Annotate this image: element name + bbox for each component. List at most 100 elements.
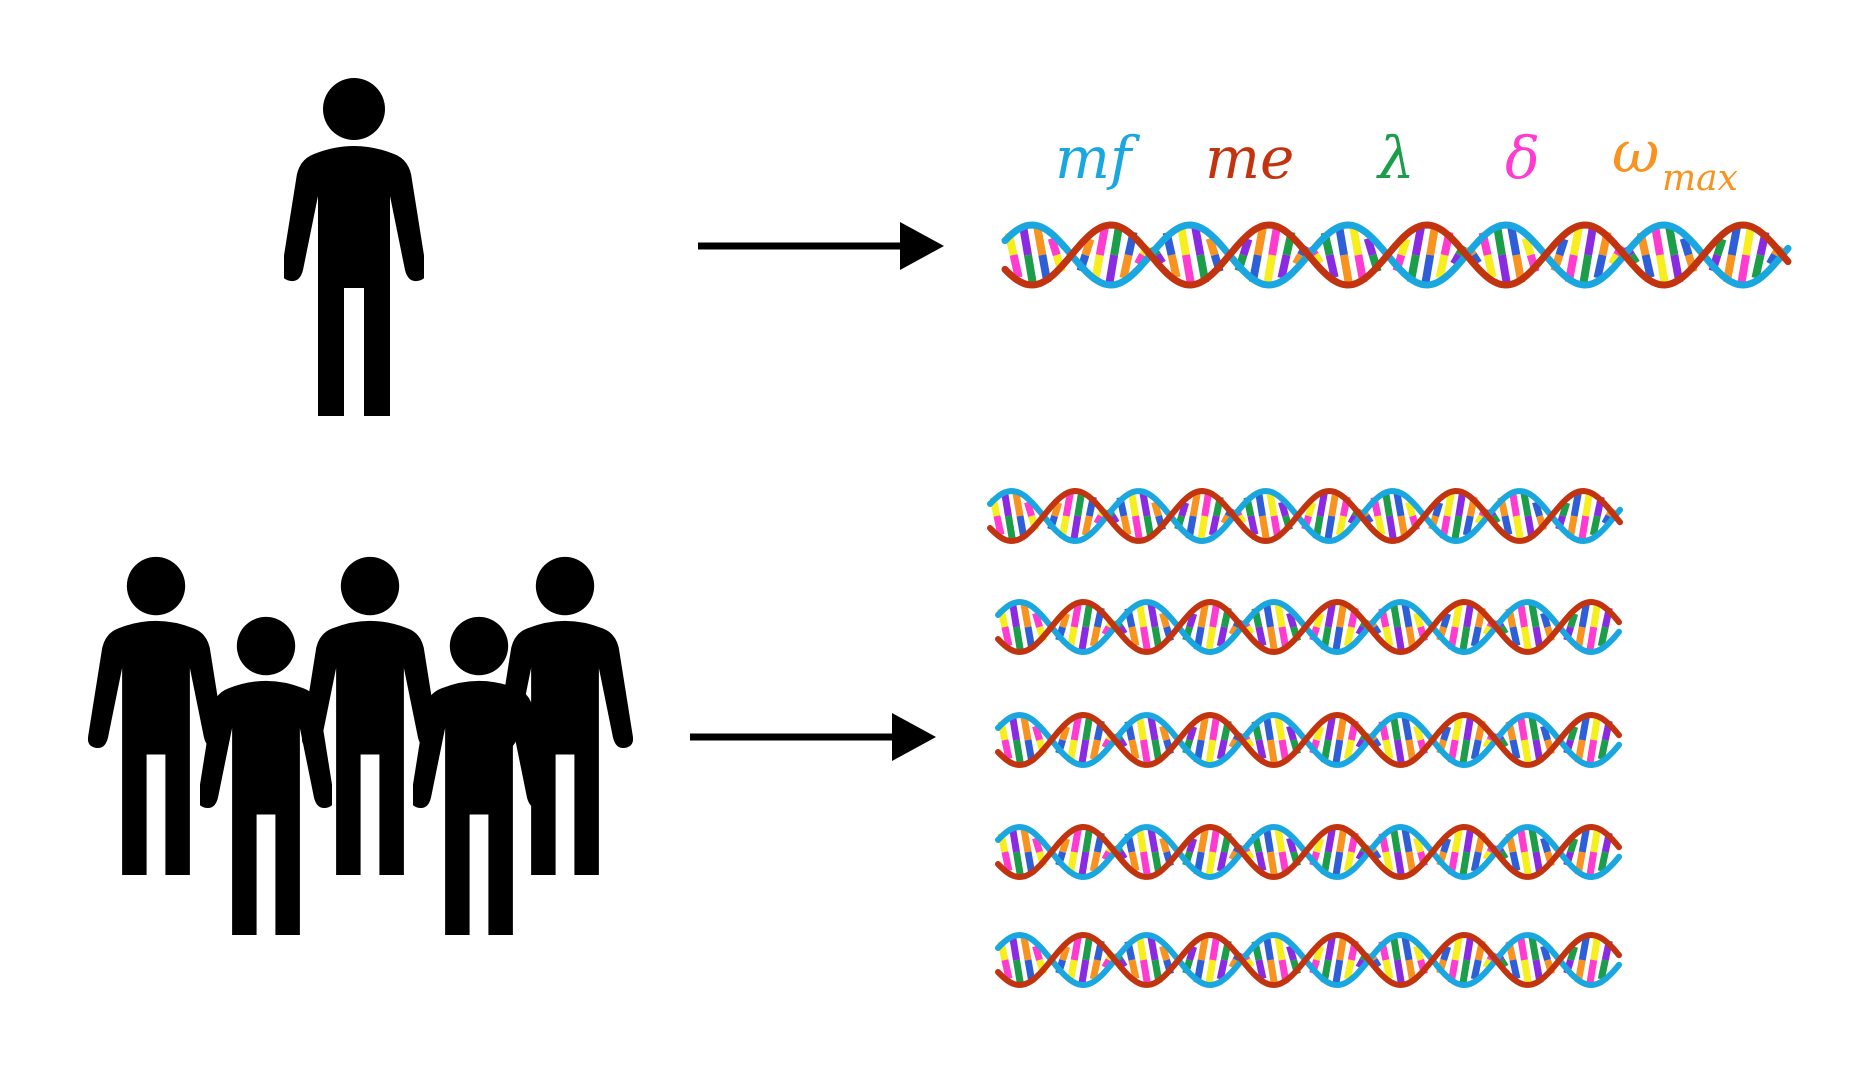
dna-rung [1405,604,1409,627]
dna-rung [1463,740,1467,765]
dna-rung [1582,516,1586,541]
dna-rung [1582,937,1586,960]
dna-rung [1201,829,1205,852]
dna-rung [1397,493,1401,516]
dna-rung [1201,937,1205,960]
dna-rung [1532,829,1536,852]
dna-helix-icon [1005,225,1788,285]
dna-rung [1201,604,1205,627]
dna-rung [1270,627,1274,652]
dna-rung [1574,493,1578,516]
dna-rung [1455,937,1459,960]
dna-rung [1455,717,1459,740]
dna-rung [1016,960,1020,985]
dna-rung [1397,852,1401,877]
dna-rung [1524,493,1528,516]
dna-rung [1082,627,1086,652]
dna-rung [1511,228,1516,255]
dna-rung [1066,493,1070,516]
dna-rung [1353,228,1358,255]
dna-rung [1209,960,1213,985]
param-mf: mf [1055,124,1141,192]
dna-rung [1100,228,1105,255]
dna-rung [1447,493,1451,516]
param-delta: δ [1505,124,1540,192]
dna-rung [1016,627,1020,652]
arrow-right-icon [690,713,936,761]
dna-rung [1328,516,1332,541]
dna-rung [1660,255,1665,285]
arrow-right-icon [698,222,944,270]
dna-rung [1270,493,1274,516]
dna-rung [1016,493,1020,516]
dna-rung [1590,852,1594,877]
dna-rung [1669,228,1674,255]
dna-rung [1267,255,1272,285]
dna-rung [1209,852,1213,877]
dna-rung [1502,255,1507,285]
parameter-labels: mf me λ δ ω max [1055,118,1738,199]
dna-rung [1143,493,1147,516]
dna-rung [1186,255,1191,285]
dna-rung [1201,717,1205,740]
dna-rung [1195,228,1200,255]
dna-rung [1455,604,1459,627]
dna-rung [1037,228,1042,255]
dna-rung [1151,937,1155,960]
dna-rung [1583,255,1588,285]
dna-helix-icon [998,715,1619,765]
dna-rung [1463,627,1467,652]
dna-rung [1741,255,1746,285]
dna-rung [1135,516,1139,541]
population-icon [88,557,633,943]
dna-rung [1405,829,1409,852]
dna-rung [1082,740,1086,765]
dna-rung [1455,829,1459,852]
dna-rung [1320,493,1324,516]
dna-rung [1278,604,1282,627]
dna-rung [1082,852,1086,877]
dna-rung [1582,717,1586,740]
dna-rung [1258,228,1263,255]
dna-rung [1344,255,1349,285]
param-omega: ω [1612,118,1659,186]
dna-helix-icon [990,491,1620,541]
dna-rung [1405,937,1409,960]
dna-rung [1389,516,1393,541]
dna-rung [1270,960,1274,985]
dna-rung [1024,937,1028,960]
dna-rung [1328,937,1332,960]
dna-rung [1151,829,1155,852]
dna-rung [1590,627,1594,652]
dna-rung [1532,937,1536,960]
dna-rung [1336,627,1340,652]
person-icon [302,557,438,883]
dna-rung [1016,740,1020,765]
person-icon [282,78,427,424]
dna-rung [1278,717,1282,740]
dna-rung [1463,960,1467,985]
dna-rung [1416,228,1421,255]
dna-rung [1270,852,1274,877]
param-lambda: λ [1376,124,1415,192]
dna-rung [1463,852,1467,877]
dna-rung [1397,627,1401,652]
dna-rung [1016,852,1020,877]
dna-rung [1405,717,1409,740]
dna-rung [1425,255,1430,285]
dna-rung [1574,228,1579,255]
dna-rung [1109,255,1114,285]
dna-helix-icon [998,827,1619,877]
dna-rung [1151,604,1155,627]
dna-rung [1278,937,1282,960]
dna-rung [1524,960,1528,985]
dna-rung [1328,604,1332,627]
dna-rung [1524,852,1528,877]
dna-rung [1074,717,1078,740]
dna-rung [1143,852,1147,877]
dna-rung [1008,516,1012,541]
dna-rung [1397,960,1401,985]
dna-rung [1201,516,1205,541]
dna-rung [1524,627,1528,652]
